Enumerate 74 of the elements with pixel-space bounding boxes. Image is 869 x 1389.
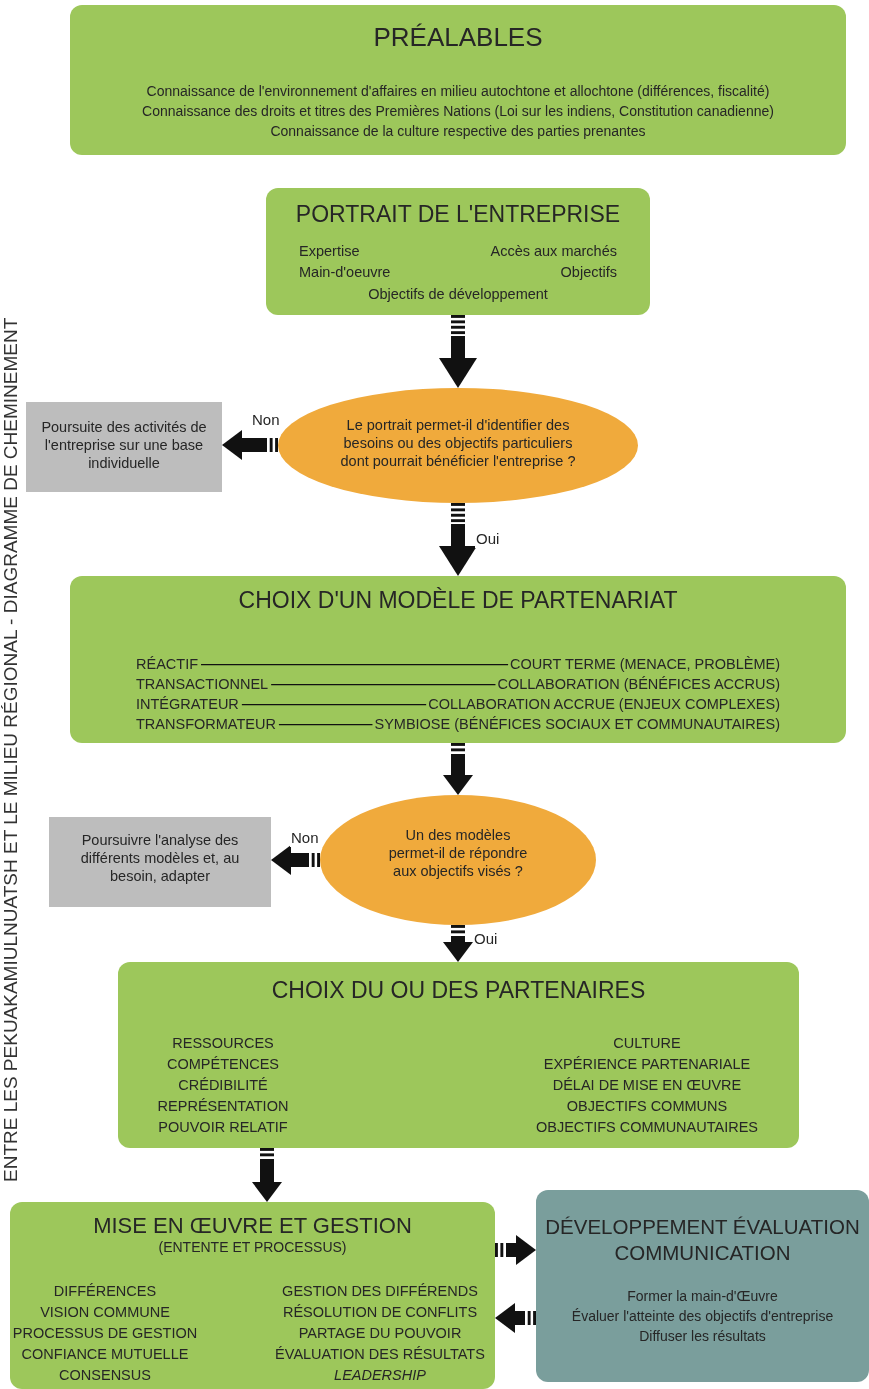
list-item: EXPÉRIENCE PARTENARIALE: [542, 1055, 752, 1074]
connector-line: [200, 664, 509, 666]
list-item: OBJECTIFS COMMUNAUTAIRES: [534, 1118, 760, 1137]
list-item: CULTURE: [612, 1034, 682, 1053]
list-item: Objectifs de développement: [367, 285, 549, 304]
prerequisites-panel: [70, 5, 846, 155]
edge-label: Non: [290, 830, 320, 847]
model-label: TRANSACTIONNEL: [136, 676, 269, 694]
list-item: PARTAGE DU POUVOIR: [297, 1324, 463, 1343]
model-label: INTÉGRATEUR: [136, 696, 239, 714]
list-item: RESSOURCES: [171, 1034, 275, 1053]
list-item: Diffuser les résultats: [638, 1328, 767, 1346]
body-text: Connaissance de l'environnement d'affaires en milieu autochtone et allochtone (différences, fiscalité): [145, 83, 771, 101]
list-item: GESTION DES DIFFÉRENDS: [281, 1282, 479, 1301]
vertical-title: ENTRE LES PEKUAKAMIULNUATSH ET LE MILIEU RÉGIONAL - DIAGRAMME DE CHEMINEMENT: [0, 316, 22, 1182]
list-item: REPRÉSENTATION: [156, 1097, 290, 1116]
list-item: CONSENSUS: [58, 1366, 152, 1385]
list-item: VISION COMMUNE: [39, 1303, 171, 1322]
list-item: PROCESSUS DE GESTION: [11, 1324, 199, 1343]
heading: DÉVELOPPEMENT ÉVALUATION COMMUNICATION: [544, 1214, 861, 1266]
body-text: Connaissance des droits et titres des Premières Nations (Loi sur les indiens, Constitution canadienne): [141, 103, 775, 121]
outcome-box: [26, 402, 222, 492]
list-item: Objectifs: [559, 263, 617, 282]
model-label: TRANSFORMATEUR: [136, 716, 276, 734]
node-text: Poursuite des activités de l'entreprise sur une base individuelle: [40, 418, 208, 473]
list-item: OBJECTIFS COMMUNS: [565, 1097, 729, 1116]
block-arrow: [443, 925, 473, 962]
model-label: COLLABORATION (BÉNÉFICES ACCRUS): [497, 676, 780, 694]
model-label: SYMBIOSE (BÉNÉFICES SOCIAUX ET COMMUNAUTAIRES): [374, 716, 780, 734]
model-label: COURT TERME (MENACE, PROBLÈME): [510, 656, 780, 674]
list-item: CONFIANCE MUTUELLE: [20, 1345, 190, 1364]
heading: PRÉALABLES: [372, 21, 544, 54]
block-arrow: [271, 845, 320, 875]
list-item: DIFFÉRENCES: [52, 1282, 158, 1301]
block-arrow: [439, 503, 477, 576]
node-text: Le portrait permet-il d'identifier des besoins ou des objectifs particuliers dont pourrait bénéficier l'entreprise ?: [339, 416, 577, 471]
heading: PORTRAIT DE L'ENTREPRISE: [294, 200, 622, 229]
body-text: Connaissance de la culture respective des parties prenantes: [269, 123, 647, 141]
process-box: [536, 1190, 869, 1382]
list-item: LEADERSHIP: [333, 1366, 427, 1385]
model-label: COLLABORATION ACCRUE (ENJEUX COMPLEXES): [428, 696, 780, 714]
list-item: DÉLAI DE MISE EN ŒUVRE: [551, 1076, 743, 1095]
list-item: COMPÉTENCES: [166, 1055, 280, 1074]
node-text: Poursuivre l'analyse des différents modèles et, au besoin, adapter: [79, 831, 241, 886]
connector-line: [241, 704, 427, 706]
heading: CHOIX DU OU DES PARTENAIRES: [270, 976, 647, 1005]
list-item: Expertise: [299, 242, 361, 261]
connector-line: [278, 724, 374, 726]
process-box: [70, 576, 846, 743]
list-item: RÉSOLUTION DE CONFLITS: [281, 1303, 479, 1322]
model-label: RÉACTIF: [136, 656, 199, 674]
block-arrow: [439, 315, 477, 388]
subheading: (ENTENTE ET PROCESSUS): [157, 1239, 348, 1257]
edge-label: Oui: [475, 531, 501, 548]
node-text: CHOIX D'UN MODÈLE DE PARTENARIAT: [237, 586, 679, 615]
heading: MISE EN ŒUVRE ET GESTION: [92, 1212, 413, 1240]
list-item: Main-d'oeuvre: [299, 263, 392, 282]
list-item: POUVOIR RELATIF: [157, 1118, 289, 1137]
process-box: [10, 1202, 495, 1389]
list-item: CRÉDIBILITÉ: [177, 1076, 269, 1095]
list-item: Évaluer l'atteinte des objectifs d'entreprise: [570, 1308, 835, 1326]
block-arrow: [495, 1303, 536, 1333]
block-arrow: [252, 1148, 282, 1202]
list-item: ÉVALUATION DES RÉSULTATS: [274, 1345, 486, 1364]
outcome-box: [49, 817, 271, 907]
block-arrow: [222, 430, 278, 460]
node-text: Un des modèles permet-il de répondre aux objectifs visés ?: [387, 826, 529, 881]
process-box: [266, 188, 650, 315]
process-box: [118, 962, 799, 1148]
block-arrow: [443, 743, 473, 795]
list-item: Former la main-d'Œuvre: [626, 1288, 779, 1306]
list-item: Accès aux marchés: [489, 242, 617, 261]
connector-line: [270, 684, 497, 686]
block-arrow: [495, 1235, 536, 1265]
